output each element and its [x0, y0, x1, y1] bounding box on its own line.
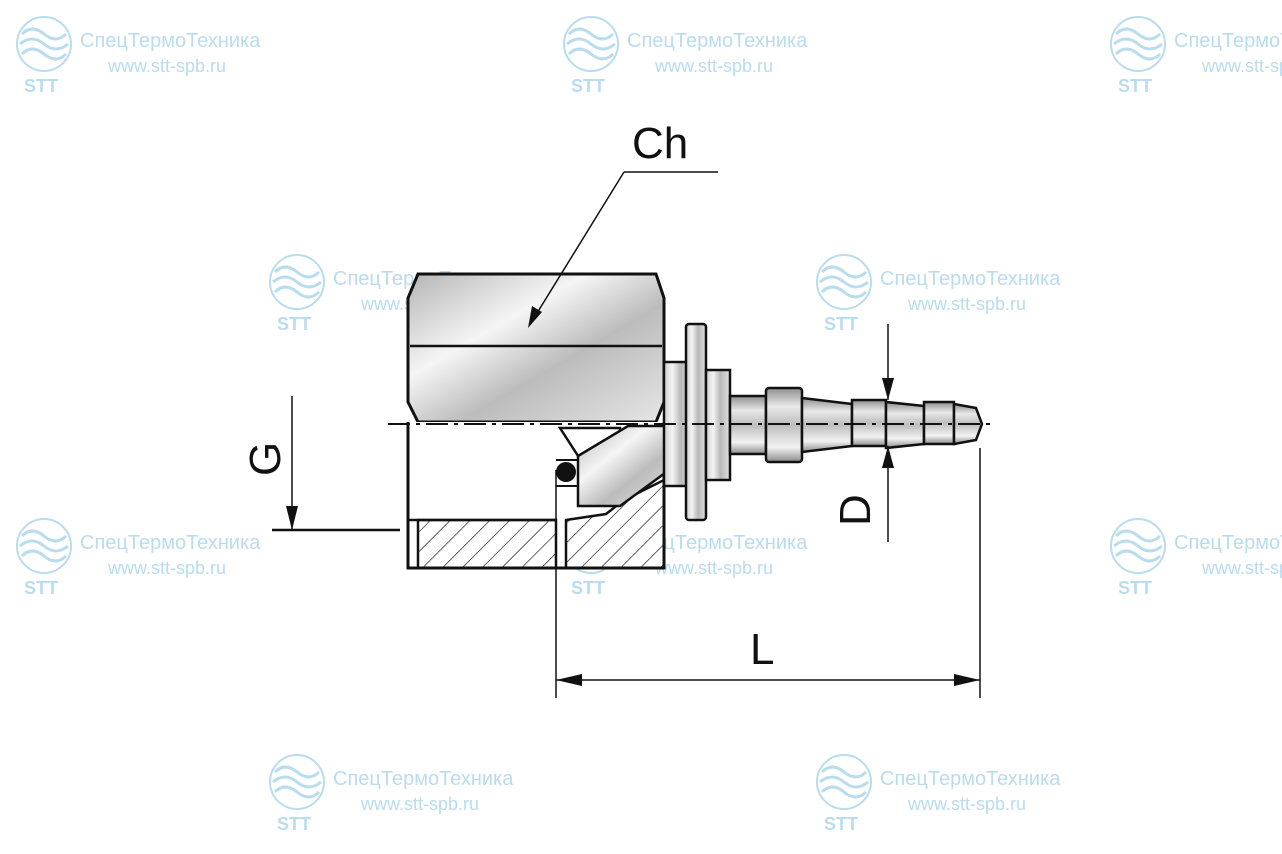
watermark: СпецТермоТехника www.stt-spb.ru STT: [267, 752, 567, 842]
wave-sphere-logo-icon: [269, 754, 325, 810]
watermark-name: СпецТермоТехника: [627, 532, 808, 554]
watermark: СпецТермоТехника www.stt-spb.ru STT: [561, 14, 861, 104]
watermark-name: СпецТермоТехника: [80, 532, 261, 554]
watermark-abbr: STT: [571, 578, 605, 598]
wave-sphere-logo-icon: [1110, 518, 1166, 574]
wave-sphere-logo-icon: [816, 754, 872, 810]
watermark: СпецТермоТехника www.stt-spb.ru STT: [1108, 516, 1282, 606]
watermark-name: СпецТермоТехника: [880, 268, 1061, 290]
ch-leader: [528, 171, 718, 328]
inner-stem: [556, 424, 682, 508]
watermark-abbr: STT: [1118, 76, 1152, 96]
wave-sphere-logo-icon: [816, 254, 872, 310]
watermark-name: СпецТермоТехника: [1174, 532, 1282, 554]
watermark: СпецТермоТехника www.stt-spb.ru STT: [814, 252, 1114, 342]
watermark-url: www.stt-spb.ru: [908, 794, 1027, 814]
watermark-url: www.stt-spb.ru: [108, 558, 227, 578]
watermark-abbr: STT: [24, 76, 58, 96]
wave-sphere-logo-icon: [563, 16, 619, 72]
label-g: G: [241, 442, 290, 476]
watermark-url: www.stt-spb.ru: [361, 794, 480, 814]
o-ring: [556, 462, 576, 482]
watermark-url: www.stt-spb.ru: [1202, 558, 1282, 578]
watermark: СпецТермоТехника www.stt-spb.ru STT: [1108, 14, 1282, 104]
watermark-name: СпецТермоТехника: [333, 768, 514, 790]
watermark-abbr: STT: [1118, 578, 1152, 598]
label-l: L: [750, 625, 774, 674]
watermark-url: www.stt-spb.ru: [908, 294, 1027, 314]
watermark-name: СпецТермоТехника: [880, 768, 1061, 790]
watermark-abbr: STT: [571, 76, 605, 96]
watermark-abbr: STT: [824, 814, 858, 834]
watermark-name: СпецТермоТехника: [80, 30, 261, 52]
watermark-url: www.stt-spb.ru: [655, 56, 774, 76]
watermark: СпецТермоТехника www.stt-spb.ru STT: [14, 516, 314, 606]
watermark-name: СпецТермоТехника: [627, 30, 808, 52]
g-dimension: [272, 396, 400, 532]
watermark-abbr: STT: [277, 814, 311, 834]
wave-sphere-logo-icon: [16, 518, 72, 574]
label-d: D: [831, 494, 880, 526]
label-ch: Ch: [632, 119, 688, 168]
watermark: СпецТермоТехника www.stt-spb.ru STT: [14, 14, 314, 104]
watermark-abbr: STT: [24, 578, 58, 598]
collar: [662, 322, 732, 522]
d-dimension: [882, 324, 894, 542]
watermark-abbr: STT: [277, 314, 311, 334]
watermark-abbr: STT: [824, 314, 858, 334]
watermark-name: СпецТермоТехника: [1174, 30, 1282, 52]
watermark-url: www.stt-spb.ru: [655, 558, 774, 578]
watermark-url: www.stt-spb.ru: [1202, 56, 1282, 76]
l-dimension: [555, 448, 981, 698]
watermark-url: www.stt-spb.ru: [108, 56, 227, 76]
wave-sphere-logo-icon: [16, 16, 72, 72]
watermark: СпецТермоТехника www.stt-spb.ru STT: [814, 752, 1114, 842]
wave-sphere-logo-icon: [269, 254, 325, 310]
wave-sphere-logo-icon: [1110, 16, 1166, 72]
